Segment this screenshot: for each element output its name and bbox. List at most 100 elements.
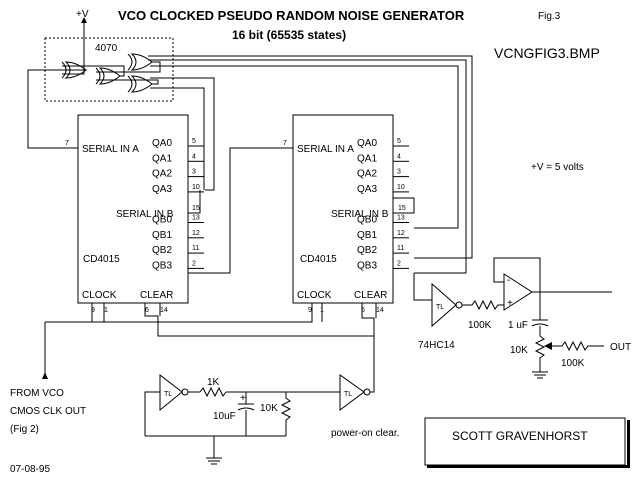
chip1-output-qa0: QA0	[152, 138, 172, 149]
chip2-output-pin-qa1: 4	[397, 153, 401, 160]
cascade-wire	[188, 147, 293, 274]
author-name: SCOTT GRAVENHORST	[452, 429, 588, 443]
chip2-clear: CLEAR	[354, 290, 387, 301]
chip1-output-qb0: QB0	[152, 215, 172, 226]
cap-plus-sign: +	[240, 393, 246, 404]
chip2-serial-a-pin: 7	[283, 140, 287, 147]
resistor-10k-label: 10K	[260, 403, 278, 414]
chip2-output-pin-qa3: 10	[397, 184, 405, 191]
rc-return-wire	[144, 391, 286, 437]
chip2-output-pin-qb3: 2	[397, 260, 401, 267]
clock-in-arrow-icon	[42, 372, 48, 379]
svg-text:-: -	[507, 275, 510, 286]
clock-in-line3: (Fig 2)	[10, 424, 39, 435]
resistor-1k-icon	[199, 386, 227, 398]
resistor-10k-icon	[280, 392, 292, 436]
chip1-clear-pin-b: 14	[160, 307, 168, 314]
supply-note: +V = 5 volts	[531, 162, 584, 173]
chip1-output-pin-qb2: 11	[192, 245, 199, 252]
chip1-serial-a-pin: 7	[65, 140, 69, 147]
xor-chip-label: 4070	[95, 43, 118, 54]
xor-gate-3-icon	[127, 53, 153, 71]
vplus-to-xor1	[62, 44, 85, 75]
pot-wiper-icon	[544, 342, 552, 350]
chip2-clock: CLOCK	[297, 290, 332, 301]
chip1-clear: CLEAR	[140, 290, 173, 301]
chip2-output-pin-qb0: 13	[397, 215, 405, 222]
file-name: VCNGFIG3.BMP	[494, 45, 600, 61]
capacitor-10uf-icon	[237, 392, 255, 436]
resistor-100k-2-label: 100K	[561, 358, 585, 369]
chip2-output-pin-qb1: 12	[397, 230, 405, 237]
chip1-output-pin-qa1: 4	[192, 153, 196, 160]
schmitt-inverter-1-icon: TL	[159, 373, 189, 412]
potentiometer-icon	[534, 335, 546, 372]
chip2-output-qa2: QA2	[357, 169, 377, 180]
author-box-shadow-bottom	[427, 465, 630, 468]
schmitt-inverter-2-icon: TL	[339, 374, 371, 411]
chip1-serial-a: SERIAL IN A	[82, 144, 139, 155]
op-amp-icon: - +	[503, 273, 533, 311]
clear-bus	[144, 303, 374, 337]
tap-qb2-line	[148, 55, 473, 259]
chip2-output-qb2: QB2	[357, 245, 377, 256]
chip1-output-pin-qb0: 13	[192, 215, 200, 222]
chip1-clock-pin-b: 1	[104, 307, 108, 314]
drawing-date: 07-08-95	[10, 464, 50, 475]
capacitor-label: 10uF	[213, 411, 236, 422]
pot-label: 10K	[510, 345, 528, 356]
figure-number: Fig.3	[538, 11, 561, 22]
chip2-clear-pin-a: 6	[361, 307, 365, 314]
diagram-title: VCO CLOCKED PSEUDO RANDOM NOISE GENERATO…	[118, 8, 465, 23]
chip1-serial-b-wire	[188, 190, 201, 214]
xor2-to-xor1	[62, 65, 125, 77]
tap-qb0-line	[150, 65, 459, 229]
author-box	[424, 417, 626, 466]
chip2-output-qa1: QA1	[357, 153, 377, 164]
resistor-100k-1-icon	[462, 299, 504, 311]
resistor-1k-label: 1K	[207, 377, 220, 388]
author-box-shadow-right	[627, 420, 630, 467]
inv2-out-wire	[370, 352, 375, 393]
chip1-output-pin-qb3: 2	[192, 260, 196, 267]
chip1-name: CD4015	[83, 254, 120, 265]
feedback-to-serial-a	[27, 69, 86, 149]
chip2-clear-pin-b: 14	[376, 307, 384, 314]
chip1-clock: CLOCK	[82, 290, 117, 301]
chip1-output-pin-qa0: 5	[192, 138, 196, 145]
clock-in-line2: CMOS CLK OUT	[10, 406, 86, 417]
chip2-serial-a: SERIAL IN A	[297, 144, 354, 155]
power-on-clear-note: power-on clear.	[331, 428, 399, 439]
clock-input-wire	[44, 321, 92, 378]
xor-gate-2-icon	[95, 67, 121, 85]
svg-text:TL: TL	[164, 391, 172, 398]
chip1-output-qb1: QB1	[152, 230, 172, 241]
chip1-clear-pin-a: 6	[145, 307, 149, 314]
clock-bus	[91, 303, 313, 323]
svg-text:TL: TL	[344, 391, 352, 398]
chip1-output-qb3: QB3	[152, 260, 172, 271]
svg-text:+: +	[507, 298, 513, 309]
capacitor-1uf-label: 1 uF	[508, 320, 528, 331]
tap-qb3-line	[148, 59, 467, 274]
capacitor-1uf-icon	[531, 292, 549, 336]
resistor-100k-1-label: 100K	[468, 320, 492, 331]
chip2-body	[292, 114, 394, 304]
chip2-clock-pin-a: 9	[308, 307, 312, 314]
op-amp-feedback	[493, 257, 541, 293]
clock-in-line1: FROM VCO	[10, 388, 64, 399]
xor4-to-xor2	[96, 79, 159, 85]
tap-qa3-line	[150, 77, 215, 191]
chip1-output-qa1: QA1	[152, 153, 172, 164]
chip2-serial-b-pin: 15	[398, 205, 406, 212]
chip1-clock-pin-a: 9	[91, 307, 95, 314]
chip1-body	[77, 114, 189, 304]
resistor-100k-2-icon	[552, 340, 604, 352]
chip2-output-pin-qa0: 5	[397, 138, 401, 145]
chip2-output-pin-qa2: 3	[397, 169, 401, 176]
svg-text:TL: TL	[436, 304, 444, 311]
tap-qa3-line-2	[150, 87, 205, 190]
chip1-serial-b: SERIAL IN B	[116, 209, 174, 220]
